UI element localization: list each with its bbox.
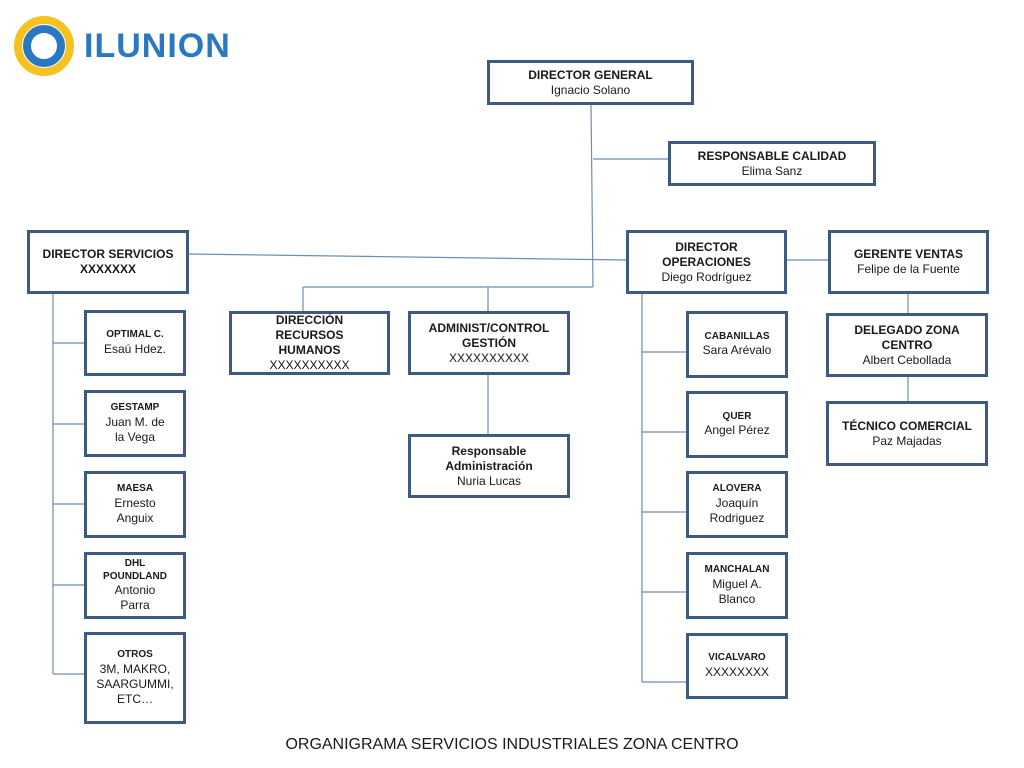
box-name: Joaquín Rodriguez <box>709 495 765 525</box>
box-name: Albert Cebollada <box>862 352 952 367</box>
box-name: XXXXXXXXXX <box>448 350 530 365</box>
box-title: DIRECTOR GENERAL <box>528 67 653 82</box>
box-title: CABANILLAS <box>704 330 770 342</box>
box-title: TÉCNICO COMERCIAL <box>842 418 972 433</box>
client-box-manchalan: MANCHALAN Miguel A. Blanco <box>686 552 788 619</box>
client-box-maesa: MAESA Ernesto Anguix <box>84 471 186 538</box>
responsable-administracion-box: Responsable Administración Nuria Lucas <box>408 434 570 498</box>
box-title: DIRECTOR OPERACIONES <box>662 239 751 269</box>
client-box-optimal: OPTIMAL C. Esaú Hdez. <box>84 310 186 376</box>
box-name: Elima Sanz <box>741 163 803 178</box>
client-box-dhl: DHL POUNDLAND Antonio Parra <box>84 552 186 619</box>
box-name: Esaú Hdez. <box>103 341 167 356</box>
gerente-ventas-box: GERENTE VENTAS Felipe de la Fuente <box>828 230 989 294</box>
delegado-zona-centro-box: DELEGADO ZONA CENTRO Albert Cebollada <box>826 313 988 377</box>
responsable-calidad-box: RESPONSABLE CALIDAD Elima Sanz <box>668 141 876 186</box>
box-title: RESPONSABLE CALIDAD <box>697 148 847 163</box>
box-name: Paz Majadas <box>872 433 942 448</box>
box-title: MAESA <box>116 483 154 495</box>
box-name: Angel Pérez <box>704 423 770 438</box>
client-box-gestamp: GESTAMP Juan M. de la Vega <box>84 390 186 457</box>
box-name: Nuria Lucas <box>456 473 522 488</box>
box-title: GESTAMP <box>110 402 160 414</box>
box-title: DELEGADO ZONA CENTRO <box>854 322 960 352</box>
box-name: 3M, MAKRO, SAARGUMMI, ETC… <box>96 661 174 706</box>
box-name: XXXXXXXXXX <box>269 358 350 372</box>
client-box-quer: QUER Angel Pérez <box>686 391 788 458</box>
box-name: XXXXXXXX <box>704 664 770 679</box>
client-box-cabanillas: CABANILLAS Sara Arévalo <box>686 311 788 378</box>
box-name: Ignacio Solano <box>550 82 631 97</box>
director-servicios-box: DIRECTOR SERVICIOS XXXXXXX <box>27 230 189 294</box>
box-name: Diego Rodríguez <box>661 269 752 284</box>
box-title: DIRECCIÓN RECURSOS HUMANOS <box>275 313 344 357</box>
chart-caption: ORGANIGRAMA SERVICIOS INDUSTRIALES ZONA … <box>285 736 739 753</box>
direccion-rrhh-box: DIRECCIÓN RECURSOS HUMANOS XXXXXXXXXX <box>229 311 390 375</box>
box-name: Sara Arévalo <box>702 343 772 358</box>
logo-text: ILUNION <box>84 26 231 65</box>
box-title: DIRECTOR SERVICIOS <box>42 247 174 261</box>
client-box-alovera: ALOVERA Joaquín Rodriguez <box>686 471 788 538</box>
box-title: MANCHALAN <box>704 564 770 576</box>
box-title: GERENTE VENTAS <box>853 247 964 261</box>
box-name: Ernesto Anguix <box>114 495 156 525</box>
logo-ring-icon <box>14 16 74 76</box>
box-title: ADMINIST/CONTROL GESTIÓN <box>428 320 550 350</box>
box-title: Responsable Administración <box>445 443 533 473</box>
administ-control-box: ADMINIST/CONTROL GESTIÓN XXXXXXXXXX <box>408 311 570 375</box>
box-name: Felipe de la Fuente <box>857 262 960 276</box>
box-name: Antonio Parra <box>114 583 156 612</box>
box-name: Miguel A. Blanco <box>712 576 762 606</box>
tecnico-comercial-box: TÉCNICO COMERCIAL Paz Majadas <box>826 401 988 466</box>
box-name: Juan M. de la Vega <box>105 414 165 444</box>
box-name: XXXXXXX <box>79 262 137 276</box>
client-box-otros: OTROS 3M, MAKRO, SAARGUMMI, ETC… <box>84 632 186 724</box>
box-title: OPTIMAL C. <box>106 329 164 341</box>
box-title: QUER <box>722 410 752 422</box>
box-title: ALOVERA <box>712 483 762 495</box>
ilunion-logo: ILUNION <box>14 14 231 78</box>
box-title: DHL POUNDLAND <box>103 558 167 582</box>
director-operaciones-box: DIRECTOR OPERACIONES Diego Rodríguez <box>626 230 787 294</box>
box-title: VICALVARO <box>708 652 766 664</box>
director-general-box: DIRECTOR GENERAL Ignacio Solano <box>487 60 694 105</box>
box-title: OTROS <box>117 649 153 661</box>
client-box-vicalvaro: VICALVARO XXXXXXXX <box>686 633 788 699</box>
